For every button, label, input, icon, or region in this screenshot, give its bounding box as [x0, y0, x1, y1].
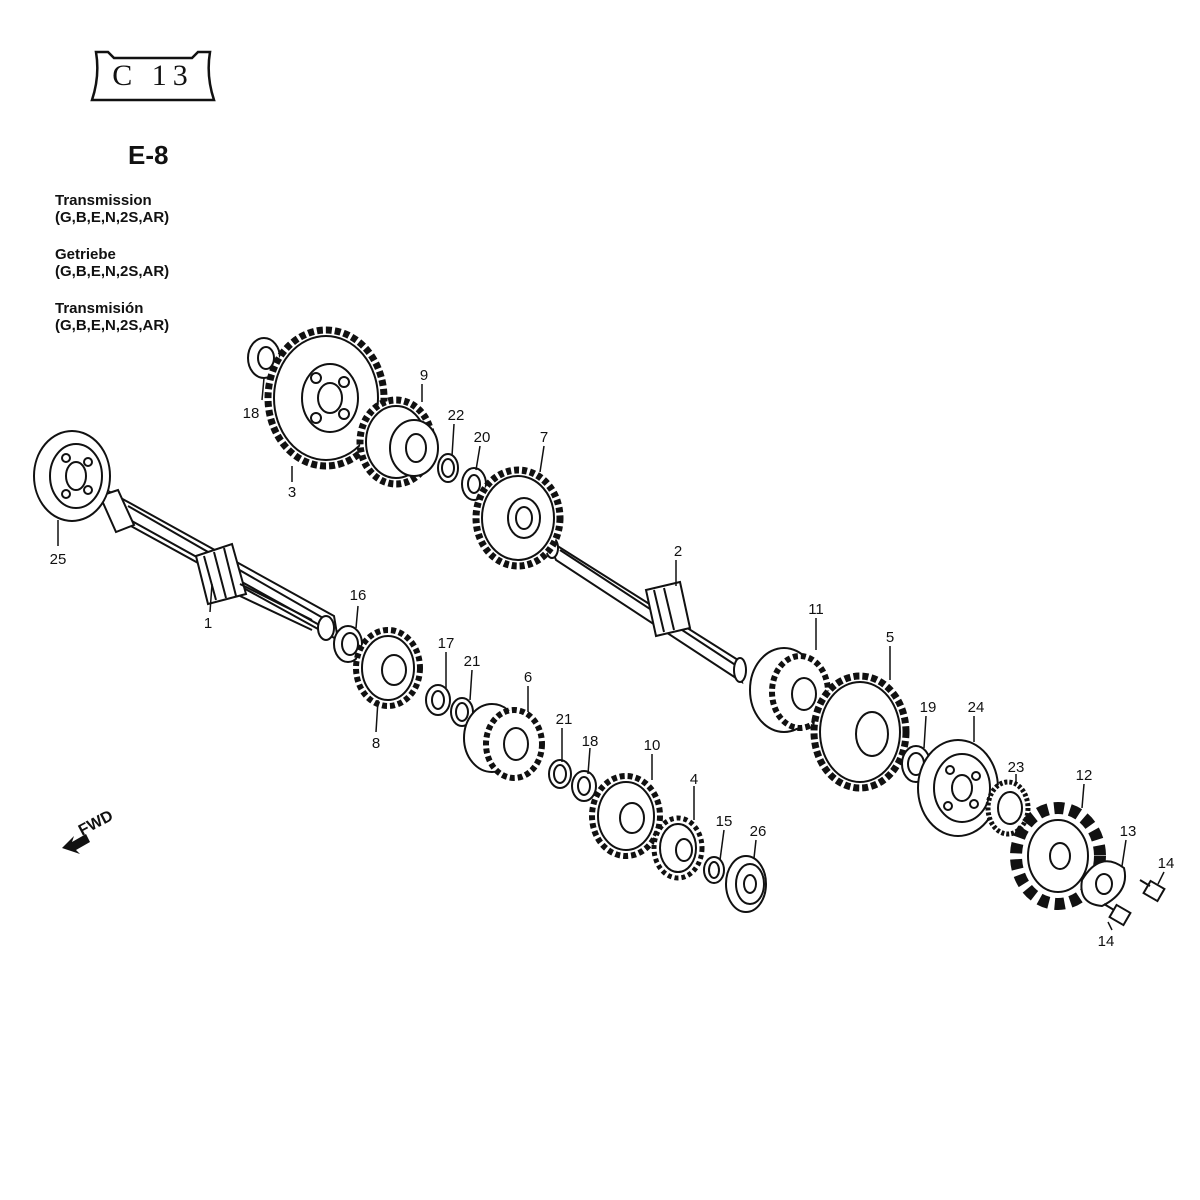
callout-p26: 26 — [750, 823, 767, 840]
bearing-25 — [33, 430, 111, 522]
callout-p3: 3 — [288, 484, 296, 501]
callout-p23: 23 — [1008, 759, 1025, 776]
drive-sprocket-12 — [1010, 802, 1106, 910]
countershaft — [545, 537, 747, 685]
washer-18b — [571, 770, 597, 802]
gear-8 — [353, 627, 423, 709]
washer-15 — [703, 856, 725, 884]
callout-p21b: 21 — [556, 711, 573, 728]
callout-p18a: 17 — [438, 635, 455, 652]
fwd-arrow-icon: FWD — [62, 807, 116, 854]
variants-de: (G,B,E,N,2S,AR) — [55, 263, 170, 280]
forward-direction-indicator: FWD — [60, 807, 140, 858]
callout-p12: 12 — [1076, 767, 1093, 784]
callout-p16: 19 — [920, 699, 937, 716]
callout-p2: 2 — [674, 543, 682, 560]
variants-en: (G,B,E,N,2S,AR) — [55, 209, 170, 226]
washer-20 — [461, 467, 487, 501]
mainshaft — [98, 488, 340, 642]
gear-10 — [589, 773, 663, 859]
washer-17 — [333, 625, 363, 663]
snap-ring-21a — [450, 697, 474, 727]
callout-p22: 22 — [448, 407, 465, 424]
callout-p19: 18 — [243, 405, 260, 422]
washer-16 — [901, 745, 931, 783]
sprocket-plate-13 — [1080, 860, 1126, 908]
diagram-titles: Transmission (G,B,E,N,2S,AR) Getriebe (G… — [55, 192, 315, 354]
callout-p14a: 14 — [1158, 855, 1175, 872]
callout-p17: 16 — [350, 587, 367, 604]
callout-p11: 11 — [808, 601, 824, 618]
bolt-14a — [1139, 879, 1166, 903]
title-en: Transmission — [55, 192, 152, 209]
callout-p4: 4 — [690, 771, 698, 788]
callout-p6: 6 — [524, 669, 532, 686]
bearing-24 — [917, 739, 999, 837]
callout-p9: 9 — [420, 367, 428, 384]
callout-p24: 24 — [968, 699, 985, 716]
page-badge: C 13 — [112, 59, 194, 92]
callout-p5: 5 — [886, 629, 894, 646]
callout-p10: 10 — [644, 737, 661, 754]
section-code: E-8 — [128, 140, 169, 170]
gear-9 — [356, 396, 439, 488]
leader-lines — [57, 377, 1165, 931]
bearing-26 — [725, 855, 767, 913]
callout-p25: 25 — [50, 551, 67, 568]
oil-seal-23 — [985, 779, 1031, 837]
callout-p1: 1 — [204, 615, 212, 632]
washer-18a — [425, 684, 451, 716]
gear-4 — [651, 815, 705, 881]
gear-7 — [472, 466, 564, 570]
gear-5 — [810, 672, 910, 792]
variants-es: (G,B,E,N,2S,AR) — [55, 317, 170, 334]
callout-p13: 13 — [1120, 823, 1137, 840]
bolt-14b — [1103, 903, 1132, 927]
callout-p20: 20 — [474, 429, 491, 446]
page-badge-frame — [90, 50, 216, 102]
snap-ring-21b — [548, 759, 572, 789]
callout-p21a: 21 — [464, 653, 481, 670]
title-de: Getriebe — [55, 246, 116, 263]
snap-ring-22 — [437, 453, 459, 483]
gear-6 — [463, 703, 545, 781]
title-es: Transmisión — [55, 300, 144, 317]
callout-p7: 7 — [540, 429, 548, 446]
callout-p8: 8 — [372, 735, 380, 752]
callout-p14b: 14 — [1098, 933, 1115, 950]
callout-p18b: 18 — [582, 733, 599, 750]
callout-p15: 15 — [716, 813, 733, 830]
gear-3 — [264, 326, 388, 470]
part-callouts: 18 3 9 22 20 7 25 1 2 16 8 17 21 6 11 5 … — [50, 367, 1175, 950]
